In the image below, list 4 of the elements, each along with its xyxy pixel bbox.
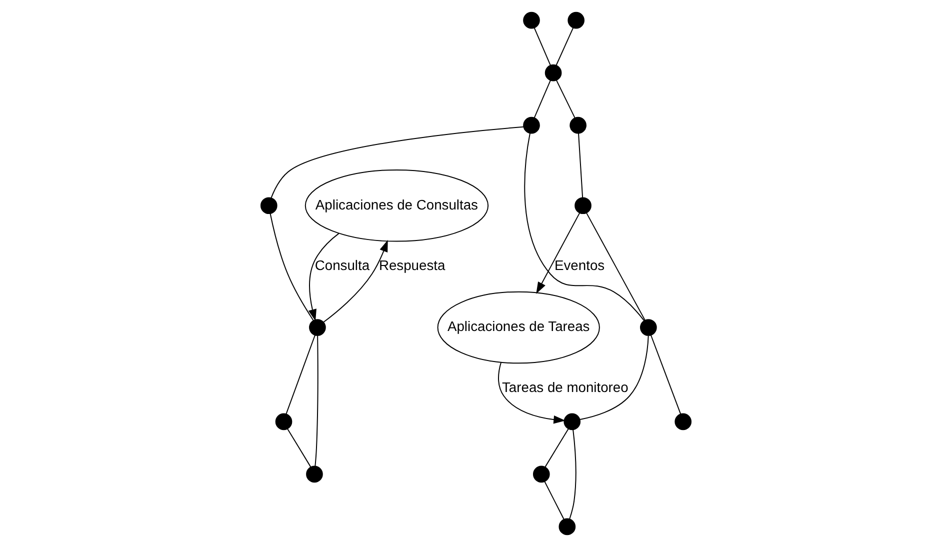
edge-label: Tareas de monitoreo bbox=[502, 379, 628, 396]
edge-label: Consulta bbox=[314, 257, 370, 274]
edge-label: Respuesta bbox=[378, 257, 445, 274]
edge-label: Eventos bbox=[554, 257, 604, 274]
